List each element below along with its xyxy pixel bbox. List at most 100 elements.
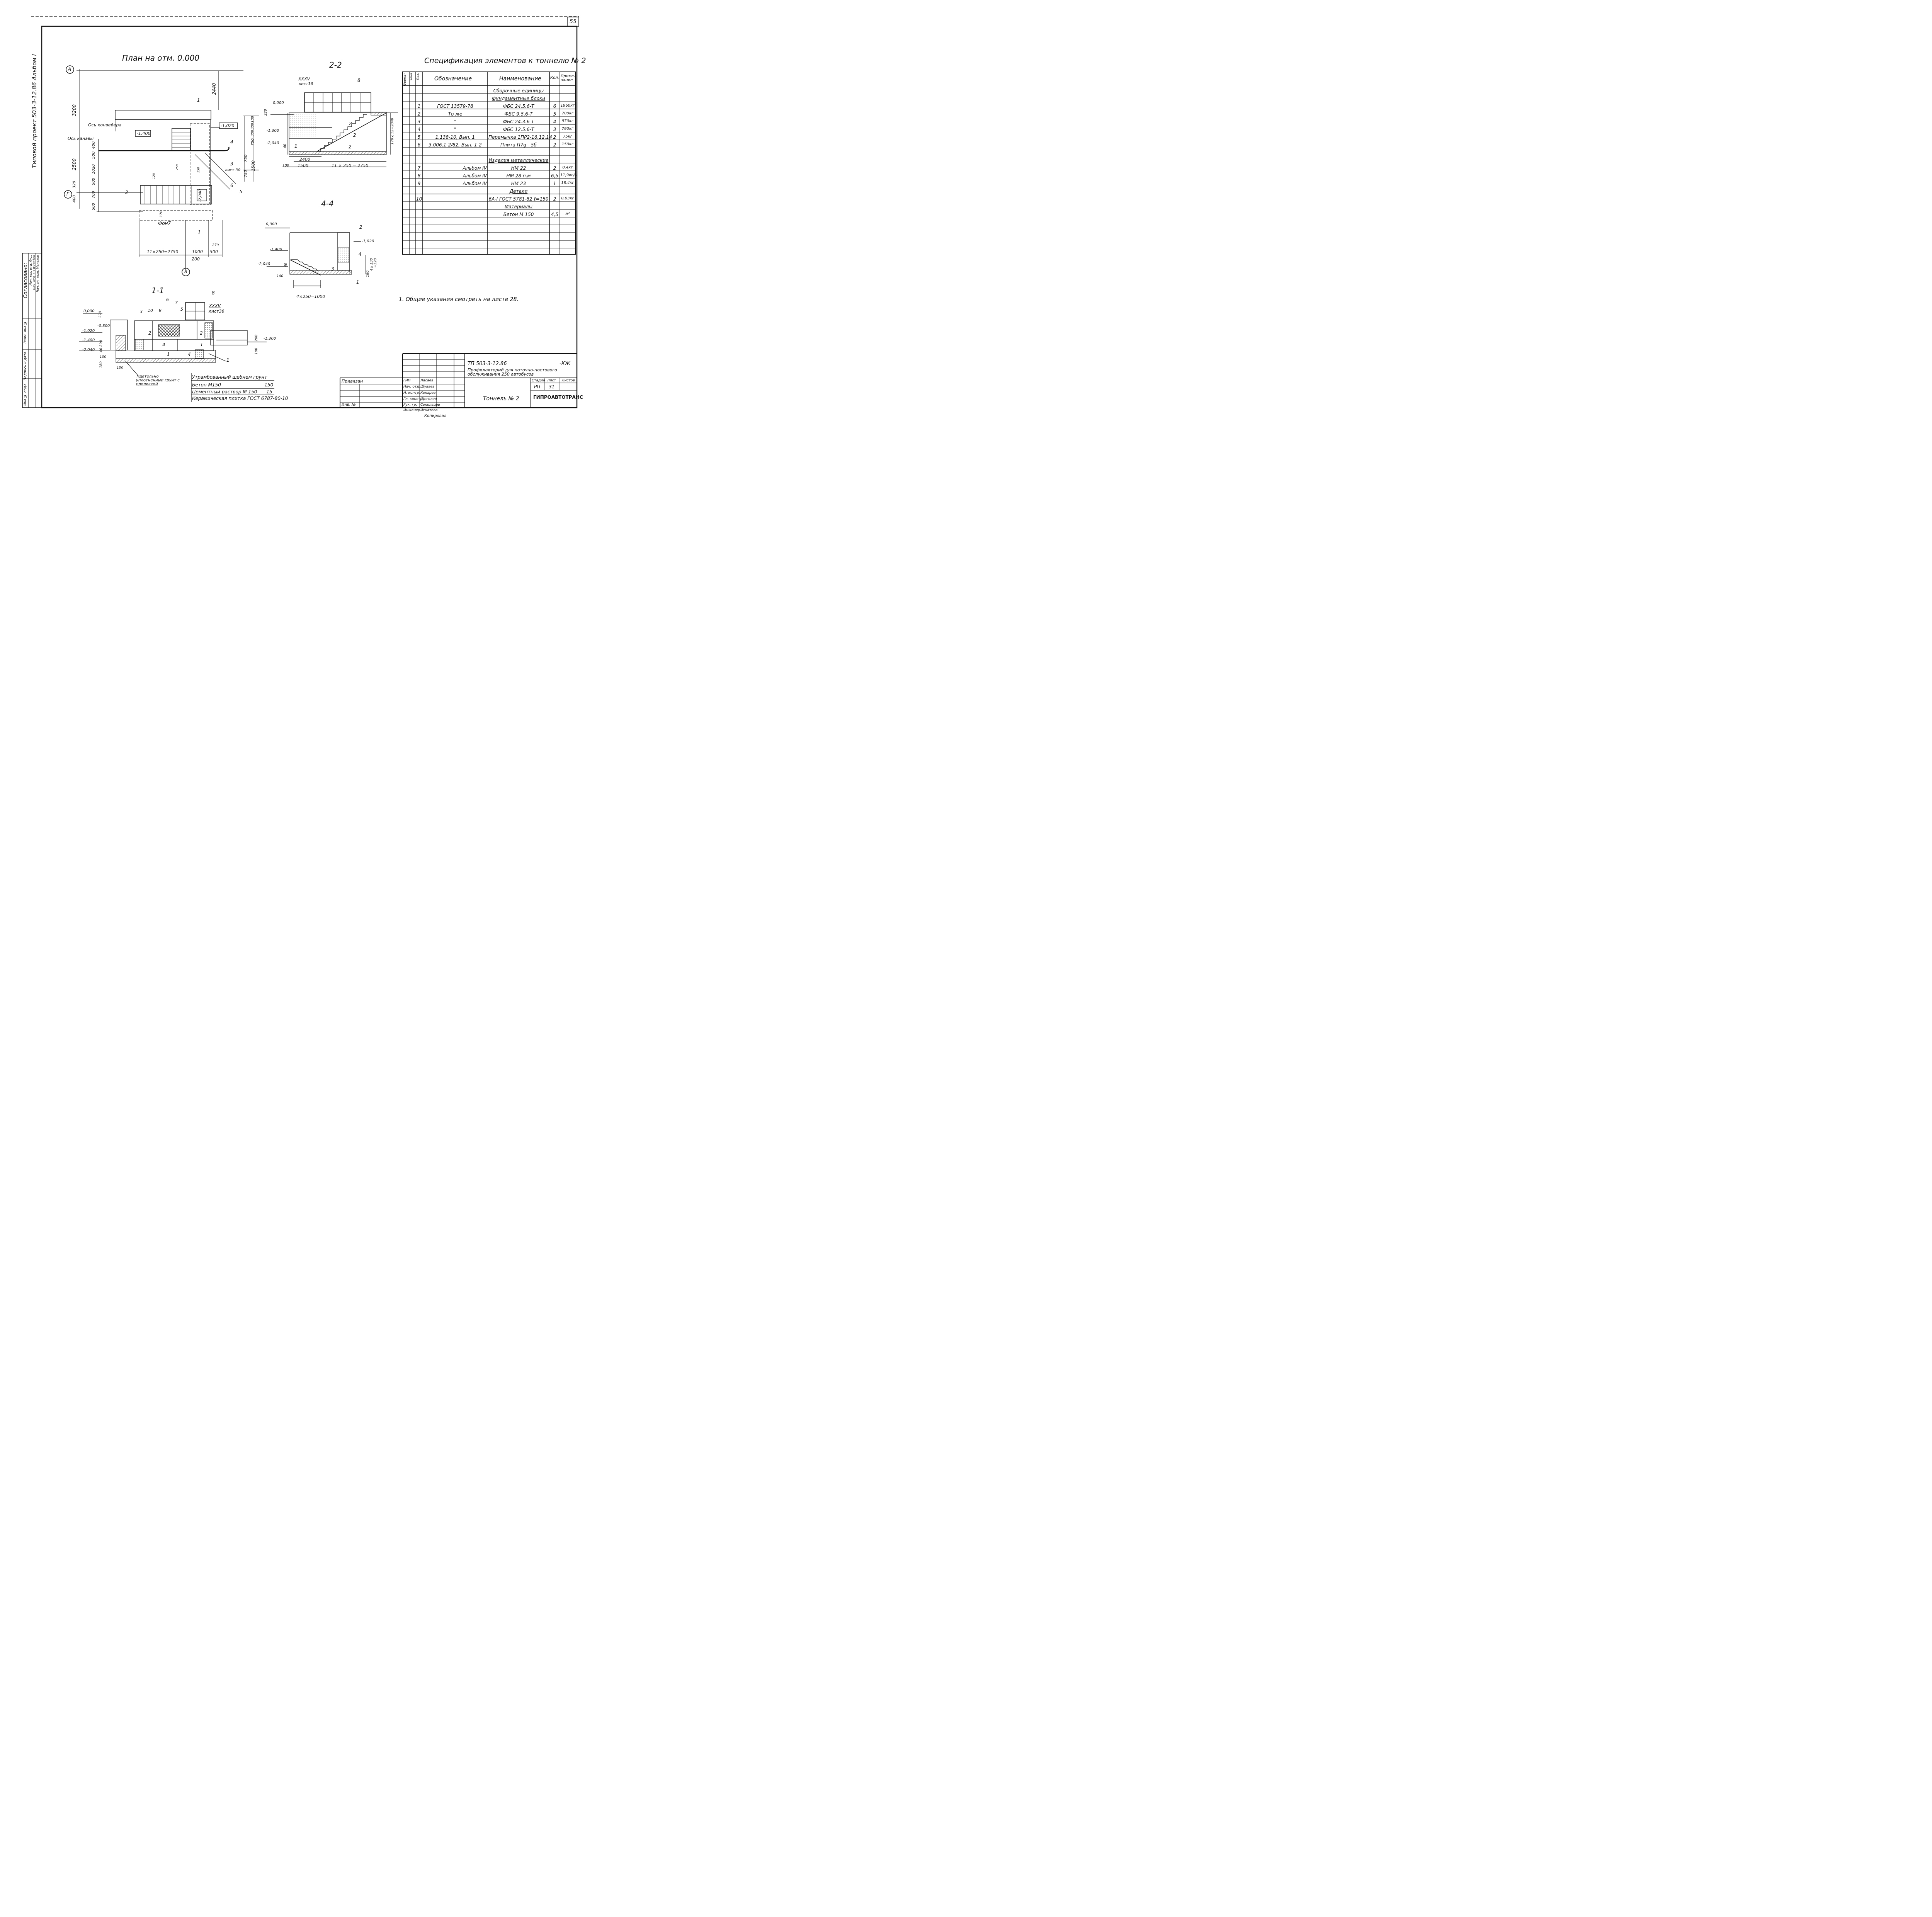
plan-sheet-ref: лист 30 (225, 168, 241, 172)
spec-cell-qty: 5 (553, 111, 556, 117)
signer-row-2: Нач. отд. СЗ Филатов (32, 255, 36, 290)
layer-2-name: Бетон М150 (192, 382, 221, 388)
spec-header-qty: Кол. (550, 76, 559, 80)
spec-cell-pos: 7 (417, 165, 421, 171)
spec-cell-note: 970кг (561, 119, 574, 123)
plan-label-1a: 1 (197, 97, 200, 103)
section-22-ref-xxxv: XXXV (298, 77, 310, 82)
plan-dim-r1: 100 (251, 116, 255, 123)
tb-name-3: Кокарев (420, 391, 436, 395)
section-11-label-2a: 2 (148, 330, 151, 336)
plan-small-250: 250 (175, 164, 179, 170)
spec-cell-note: 0,4кг (562, 165, 573, 170)
spec-cell-des: Альбом IV (463, 165, 487, 171)
plan-dim-320: 320 (72, 181, 77, 189)
spec-header-pos: Поз. (416, 73, 420, 80)
section-22-dim-2400: 2400 (299, 157, 310, 162)
tb-sheets-label: Листов (562, 379, 575, 383)
project-label: Типовой проект 503-3-12.86 Альбом I (31, 54, 38, 168)
layer-3-name: Цементный раствор М 150 (192, 389, 257, 395)
general-note: 1. Общие указания смотреть на листе 28. (399, 296, 519, 303)
section-22-mark-2: -2,040 (267, 141, 279, 145)
plan-dim-200: 200 (192, 257, 200, 262)
spec-cell-name: Изделия металлические (488, 158, 549, 163)
section-11-ref-xxxv: XXXV (209, 303, 221, 308)
tb-role-5: Рук. гр. (403, 403, 417, 407)
spec-cell-name: ФБС 24.3.6-Т (503, 119, 534, 124)
section-11-label-10: 10 (148, 308, 153, 313)
spec-cell-note: 700кг (561, 111, 574, 116)
spec-cell-name: Детали (509, 189, 528, 194)
spec-cell-qty: 2 (553, 142, 556, 148)
spec-cell-pos: 9 (417, 181, 421, 186)
section-44-label-3: 3 (331, 266, 334, 272)
section-44-dim-100: 100 (277, 274, 284, 278)
section-11-label-7: 7 (175, 300, 178, 305)
stamp-col-2: Подпись и дата (24, 352, 27, 381)
spec-cell-des: 3.006.1-2/82, Вып. 1-2 (429, 142, 482, 148)
spec-cell-des: " (454, 127, 456, 132)
plan-small-150: 150 (197, 167, 200, 173)
spec-cell-name: ФБС 9.5.6-Т (504, 111, 533, 117)
section-11-label-4b: 4 (188, 352, 191, 357)
section-11-label-2b: 2 (200, 330, 203, 336)
section-11-label-9: 9 (159, 308, 162, 313)
section-11-mark-1: -0,800 (97, 324, 110, 328)
section-11-dim-100b: 100 (117, 366, 124, 370)
plan-label-6: 6 (230, 183, 233, 188)
spec-cell-name: НМ 22 (511, 165, 526, 171)
section-22-label-8: 8 (357, 78, 361, 83)
tb-name-6: Игнатова (420, 408, 438, 412)
section-11-label-4a: 4 (162, 342, 165, 347)
plan-dim-400a: 400 (92, 141, 96, 149)
axis-8-label: 8 (184, 269, 187, 274)
plan-dim-2500: 2500 (71, 158, 77, 170)
stamp-col-1: Инв.№ подл. (24, 383, 27, 406)
spec-header-note: Приме- чание (561, 74, 575, 82)
tb-sheet-name: Тоннель № 2 (483, 396, 519, 402)
section-11-mark-5: -1,300 (264, 337, 276, 341)
spec-cell-qty: 4 (553, 119, 556, 124)
plan-dim-1000: 1000 (192, 249, 203, 254)
spec-cell-qty: 2 (553, 165, 556, 171)
section-44-mark-2: -2,040 (258, 262, 270, 266)
section-11-dim-200b: 200 (255, 335, 259, 342)
tb-role-4: Гл. констр. (403, 397, 424, 401)
spec-header-zone: Зона (410, 73, 413, 81)
section-22-mark-1: -1,300 (267, 129, 279, 133)
layer-2-thk: -150 (263, 382, 274, 388)
spec-cell-pos: 1 (417, 104, 421, 109)
plan-dim-3200: 3200 (71, 104, 77, 116)
section-11-label-1a: 1 (200, 342, 203, 347)
tb-role-6: Инженер (403, 408, 420, 412)
spec-cell-pos: 4 (417, 127, 421, 132)
spec-cell-qty: 6,5 (551, 173, 559, 179)
section-11-label-8: 8 (212, 290, 215, 296)
spec-cell-qty: 2 (553, 134, 556, 140)
section-11-note: Тщательно уплотненный грунт с проливкой (136, 374, 180, 386)
spec-cell-qty: 4,5 (551, 212, 559, 217)
tb-name-1: Ласаев (420, 379, 434, 383)
plan-dim-r6: 1500 (251, 160, 256, 171)
tb-attached: Привязан (342, 379, 363, 384)
spec-cell-pos: 3 (417, 119, 421, 124)
section-22-dim-1500: 1500 (298, 163, 308, 168)
spec-cell-qty: 3 (553, 127, 556, 132)
spec-cell-name: ФБС 12.5.6-Т (503, 127, 534, 132)
section-44-mark-1: -1,400 (270, 247, 282, 252)
tb-name-2: Шуваев (420, 385, 435, 389)
conveyor-axis-label: Ось конвейера (88, 122, 122, 128)
plan-dim-1020: 1020 (92, 164, 96, 174)
spec-cell-note: 18,4кг (561, 181, 574, 185)
section-11-label-3: 3 (140, 309, 143, 314)
plan-label-5: 5 (240, 189, 243, 194)
plan-dim-500a: 500 (92, 151, 96, 159)
spec-cell-pos: 10 (416, 196, 422, 202)
tb-name-5: Сокольцов (420, 403, 440, 407)
plan-dim-500: 500 (210, 249, 218, 254)
agreed-label: Согласовано: (23, 263, 29, 298)
section-22-ref-sheet: лист36 (299, 82, 313, 86)
signer-row-1: Нач. тех. отд. Лу... (29, 255, 32, 286)
stamp-col-3: Взам. инв.№ (24, 321, 27, 344)
section-11-label-5: 5 (180, 307, 183, 312)
